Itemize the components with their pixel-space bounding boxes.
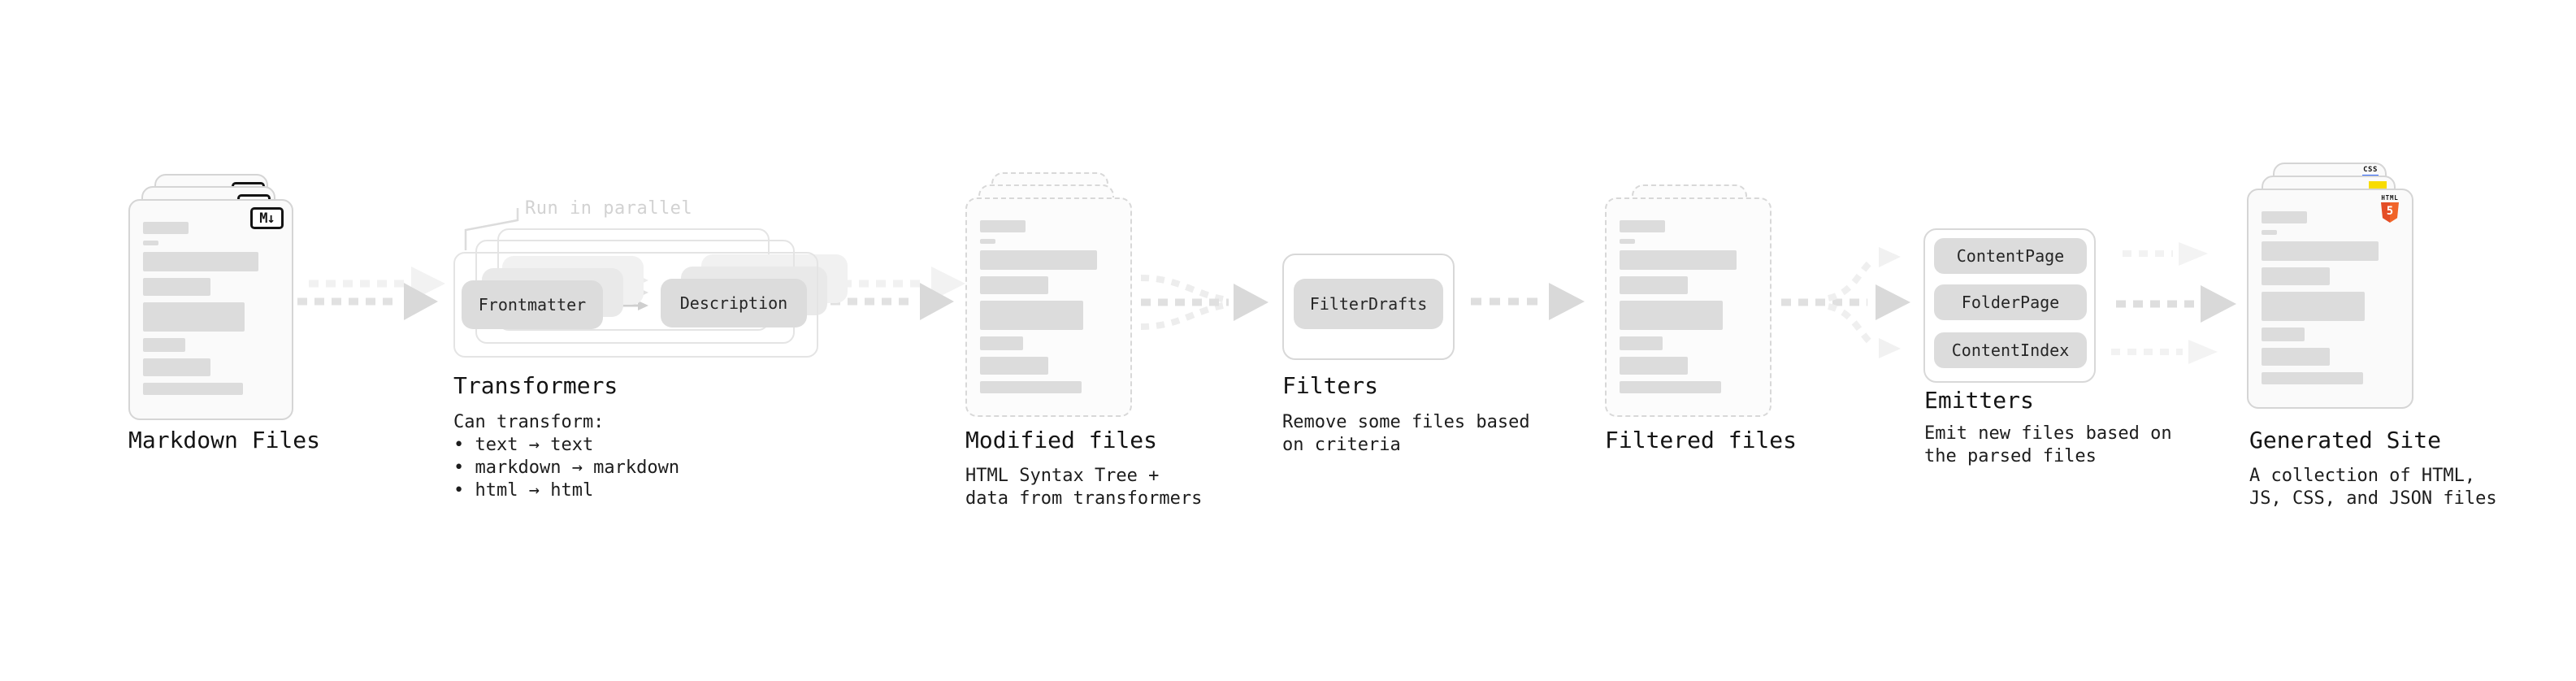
js-file-icon [2369, 181, 2387, 189]
content-bar [2262, 348, 2330, 366]
markdown-file-card-front: M↓ [128, 199, 293, 420]
document-content-bars [1620, 220, 1759, 393]
content-bar [1620, 381, 1721, 393]
content-bar [2262, 211, 2308, 223]
content-bar [980, 301, 1083, 330]
arrow-filtered-to-emitters-fanout [1781, 247, 1910, 358]
transformers-title: Transformers [453, 372, 618, 399]
description-pill: Description [661, 279, 807, 327]
content-bar [980, 250, 1097, 270]
arrow-markdown-to-transformers [297, 267, 445, 320]
markdown-files-title: Markdown Files [128, 427, 321, 453]
content-bar [2262, 230, 2277, 235]
content-bar [143, 358, 210, 376]
html5-icon: HTML 5 [2379, 194, 2400, 223]
content-bar [1620, 357, 1688, 375]
content-bar [143, 278, 210, 296]
transformers-description: Can transform: • text → text • markdown … [453, 412, 680, 501]
content-bar [980, 336, 1023, 350]
filtered-files-title: Filtered files [1605, 427, 1798, 453]
emitters-title: Emitters [1924, 387, 2034, 414]
content-bar [2262, 327, 2305, 341]
arrows-emitters-to-generated [2111, 242, 2236, 364]
emitters-description: Emit new files based on the parsed files [1924, 423, 2172, 466]
filters-description: Remove some files based on criteria [1282, 412, 1530, 455]
document-content-bars [143, 222, 280, 395]
content-bar [980, 357, 1048, 375]
content-bar [980, 239, 995, 244]
arrow-filters-to-filtered [1471, 283, 1585, 320]
content-bar [1620, 336, 1663, 350]
arrow-modified-to-filters-merge [1140, 275, 1268, 330]
content-bar [143, 338, 186, 352]
content-bar [1620, 239, 1635, 244]
modified-files-title: Modified files [965, 427, 1158, 453]
content-bar [1620, 220, 1666, 232]
filters-title: Filters [1282, 372, 1379, 399]
content-bar [980, 276, 1048, 294]
modified-files-description: HTML Syntax Tree + data from transformer… [965, 466, 1203, 509]
transformer-layer-front [453, 252, 818, 358]
content-index-pill: ContentIndex [1934, 332, 2087, 368]
filter-drafts-pill: FilterDrafts [1294, 279, 1443, 329]
document-content-bars [2262, 211, 2400, 384]
content-bar [1620, 250, 1737, 270]
generated-file-card-front: HTML 5 [2247, 189, 2413, 409]
content-bar [2262, 241, 2379, 261]
modified-file-card-front [965, 197, 1132, 417]
content-bar [143, 222, 189, 234]
generated-site-description: A collection of HTML, JS, CSS, and JSON … [2249, 466, 2497, 509]
content-bar [2262, 292, 2365, 321]
filtered-file-card-front [1605, 197, 1772, 417]
generated-site-title: Generated Site [2249, 427, 2442, 453]
folder-page-pill: FolderPage [1934, 284, 2087, 320]
content-bar [1620, 301, 1723, 330]
document-content-bars [980, 220, 1119, 393]
content-bar [143, 241, 158, 245]
content-bar [2262, 372, 2363, 384]
content-bar [2262, 267, 2330, 285]
content-bar [143, 302, 245, 332]
run-in-parallel-label: Run in parallel [525, 198, 693, 219]
content-bar [980, 381, 1082, 393]
content-bar [1620, 276, 1688, 294]
content-bar [980, 220, 1026, 232]
frontmatter-pill: Frontmatter [462, 280, 603, 329]
arrow-transformers-to-modified [830, 267, 965, 320]
content-bar [143, 252, 258, 271]
content-page-pill: ContentPage [1934, 238, 2087, 274]
markdown-icon: M↓ [250, 207, 284, 229]
content-bar [143, 383, 244, 395]
